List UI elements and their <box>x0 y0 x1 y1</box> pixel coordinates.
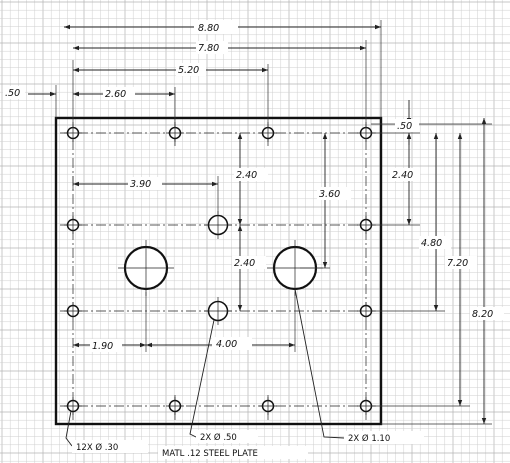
dimension-arrow <box>360 45 366 51</box>
note-small-holes-bg <box>72 440 148 453</box>
dim-3-60: 3.60 <box>319 189 340 200</box>
holes <box>60 122 377 420</box>
dim-2-40-upper-bg <box>234 168 268 181</box>
dim-7-20: 7.20 <box>447 258 468 269</box>
dim-8-80: 8.80 <box>198 23 219 34</box>
dim-1-90-bg <box>90 339 122 352</box>
dimension-arrow <box>50 91 56 97</box>
dimension-arrow <box>73 45 79 51</box>
dim-3-90-bg <box>128 177 162 190</box>
note-big-holes: 2X Ø 1.10 <box>348 433 390 444</box>
dimension-arrow <box>64 24 70 30</box>
note-material: MATL .12 STEEL PLATE <box>162 449 258 459</box>
dim-2-40-right-bg <box>390 168 420 181</box>
dim-2-60: 2.60 <box>105 89 126 100</box>
dimension-arrow <box>433 305 439 311</box>
dimension-arrow <box>73 181 79 187</box>
dimension-arrow <box>322 262 328 268</box>
dim-2-60-bg <box>103 87 135 100</box>
dim-4-00: 4.00 <box>216 339 237 350</box>
dim-8-20-bg <box>470 307 504 320</box>
dimension-arrow <box>237 225 243 231</box>
dim-8-80-bg <box>194 20 238 34</box>
note-big-holes-bg <box>344 431 424 444</box>
dimension-arrow <box>262 67 268 73</box>
dim-4-00-bg <box>212 337 252 350</box>
dim-8-20: 8.20 <box>472 309 493 320</box>
dimension-arrow <box>237 305 243 311</box>
dim-2-40-lower-bg <box>232 256 266 269</box>
note-material-bg <box>158 446 308 459</box>
leader-big-holes <box>294 288 345 439</box>
dimension-arrow <box>237 133 243 139</box>
dim-4-80: 4.80 <box>421 238 442 249</box>
dimension-arrow <box>73 91 79 97</box>
dimension-arrow <box>481 118 487 124</box>
dimension-arrow <box>140 342 146 348</box>
note-mid-holes: 2X Ø .50 <box>200 432 237 443</box>
dim-7-20-bg <box>445 256 477 269</box>
leader-mid-holes <box>189 319 215 439</box>
dimension-arrow <box>237 219 243 225</box>
dimension-arrow <box>375 24 381 30</box>
dim-7-80-bg <box>196 41 228 54</box>
dim-5-20: 5.20 <box>178 65 199 76</box>
dim-3-90: 3.90 <box>130 179 151 190</box>
leader-small-holes <box>65 410 73 447</box>
dimension-arrow <box>146 342 152 348</box>
dim-0-50-left-bg <box>3 86 25 99</box>
dimension-arrow <box>73 342 79 348</box>
dim-2-40-upper: 2.40 <box>236 170 257 181</box>
dimension-arrow <box>322 133 328 139</box>
dim-0-50-right-bg <box>395 119 419 132</box>
dim-1-90: 1.90 <box>92 341 113 352</box>
dimension-arrow <box>406 133 412 139</box>
dim-0-50-left: .50 <box>5 88 20 99</box>
dimension-arrow <box>481 418 487 424</box>
dimension-arrow <box>457 133 463 139</box>
note-mid-holes-bg <box>196 430 258 443</box>
dim-7-80: 7.80 <box>198 43 219 54</box>
dimension-arrow <box>169 91 175 97</box>
dim-0-50-right: .50 <box>397 121 412 132</box>
dim-3-60-bg <box>317 187 351 200</box>
dimension-arrow <box>406 219 412 225</box>
note-small-holes: 12X Ø .30 <box>76 442 118 453</box>
dimension-lines <box>28 20 492 447</box>
dimension-arrow <box>212 181 218 187</box>
dim-2-40-lower: 2.40 <box>234 258 255 269</box>
dim-4-80-bg <box>419 236 451 249</box>
dimension-arrow <box>433 133 439 139</box>
dim-2-40-right: 2.40 <box>392 170 413 181</box>
dimension-arrow <box>289 342 295 348</box>
dimension-arrow <box>73 67 79 73</box>
dim-5-20-bg <box>176 63 206 76</box>
plate-outline <box>54 116 383 426</box>
dimension-arrow <box>457 400 463 406</box>
